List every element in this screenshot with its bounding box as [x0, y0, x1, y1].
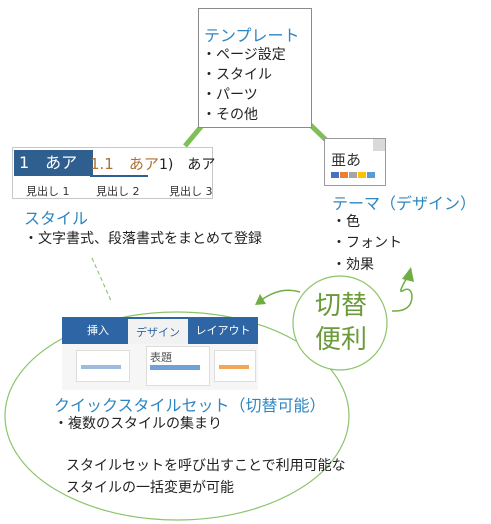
quick-style-item: ・複数のスタイルの集まり [54, 416, 222, 432]
style-description: ・文字書式、段落書式をまとめて登録 [24, 231, 262, 247]
template-item-other: ・その他 [202, 107, 258, 123]
template-title: テンプレート [204, 26, 300, 45]
template-item-style: ・スタイル [202, 67, 272, 83]
style-quickstyle-dashed-link [91, 257, 113, 304]
template-item-page-setup: ・ページ設定 [202, 47, 286, 63]
tab-insert[interactable]: 挿入 [87, 324, 109, 337]
quick-style-note-line1: スタイルセットを呼び出すことで利用可能な [66, 458, 346, 474]
theme-icon-glyph: 亜あ [331, 151, 362, 169]
tab-design[interactable]: デザイン [128, 319, 188, 344]
gallery-thumbnail[interactable] [76, 350, 130, 382]
quick-style-ellipse [4, 311, 350, 521]
heading1-label: 見出し 1 [26, 185, 70, 198]
gallery-thumbnail-selected[interactable]: 表題 [146, 346, 210, 386]
heading3-preview: 1) あア [159, 157, 216, 173]
template-item-parts: ・パーツ [202, 87, 258, 103]
thumbnail-heading-bar [150, 365, 200, 370]
color-swatch-icon [331, 172, 339, 178]
quick-style-note-line2: スタイルの一括変更が可能 [66, 480, 234, 496]
color-swatch-icon [367, 172, 375, 178]
style-preview-strip: 1 あア 1.1 あア 1) あア 見出し 1 見出し 2 見出し 3 [12, 147, 216, 199]
style-title: スタイル [24, 209, 89, 228]
switch-badge-line2: 便利 [315, 325, 368, 355]
heading1-preview: 1 あア [14, 150, 93, 176]
arrow-right-curve [391, 275, 413, 312]
thumbnail-heading-bar [81, 365, 121, 369]
gallery-thumbnail-title: 表題 [150, 351, 172, 364]
template-box: テンプレート ・ページ設定 ・スタイル ・パーツ ・その他 [198, 8, 312, 128]
tab-layout[interactable]: レイアウト [195, 324, 251, 337]
color-swatch-icon [358, 172, 366, 178]
gallery-thumbnail[interactable] [214, 350, 256, 382]
quick-style-title: クイックスタイルセット（切替可能） [54, 396, 326, 415]
arrow-left-head-icon [255, 294, 266, 305]
heading3-label: 見出し 3 [169, 185, 213, 198]
color-swatch-icon [340, 172, 348, 178]
ribbon-screenshot: 挿入 デザイン レイアウト [62, 317, 258, 344]
switch-badge-line1: 切替 [315, 291, 368, 321]
theme-icon: 亜あ [324, 138, 386, 186]
theme-item-font: ・フォント [332, 235, 402, 251]
theme-title: テーマ（デザイン） [332, 194, 477, 213]
theme-item-effect: ・効果 [332, 257, 374, 273]
color-swatch-icon [349, 172, 357, 178]
arrow-left-curve [259, 289, 301, 302]
arrow-right-head-icon [402, 267, 414, 282]
switch-badge-circle [292, 275, 388, 371]
page-fold-icon [373, 139, 385, 151]
heading2-preview: 1.1 あア [90, 153, 159, 177]
theme-item-color: ・色 [332, 214, 360, 230]
style-set-gallery: 表題 [62, 344, 258, 390]
thumbnail-heading-bar [219, 365, 249, 369]
heading2-label: 見出し 2 [96, 185, 140, 198]
